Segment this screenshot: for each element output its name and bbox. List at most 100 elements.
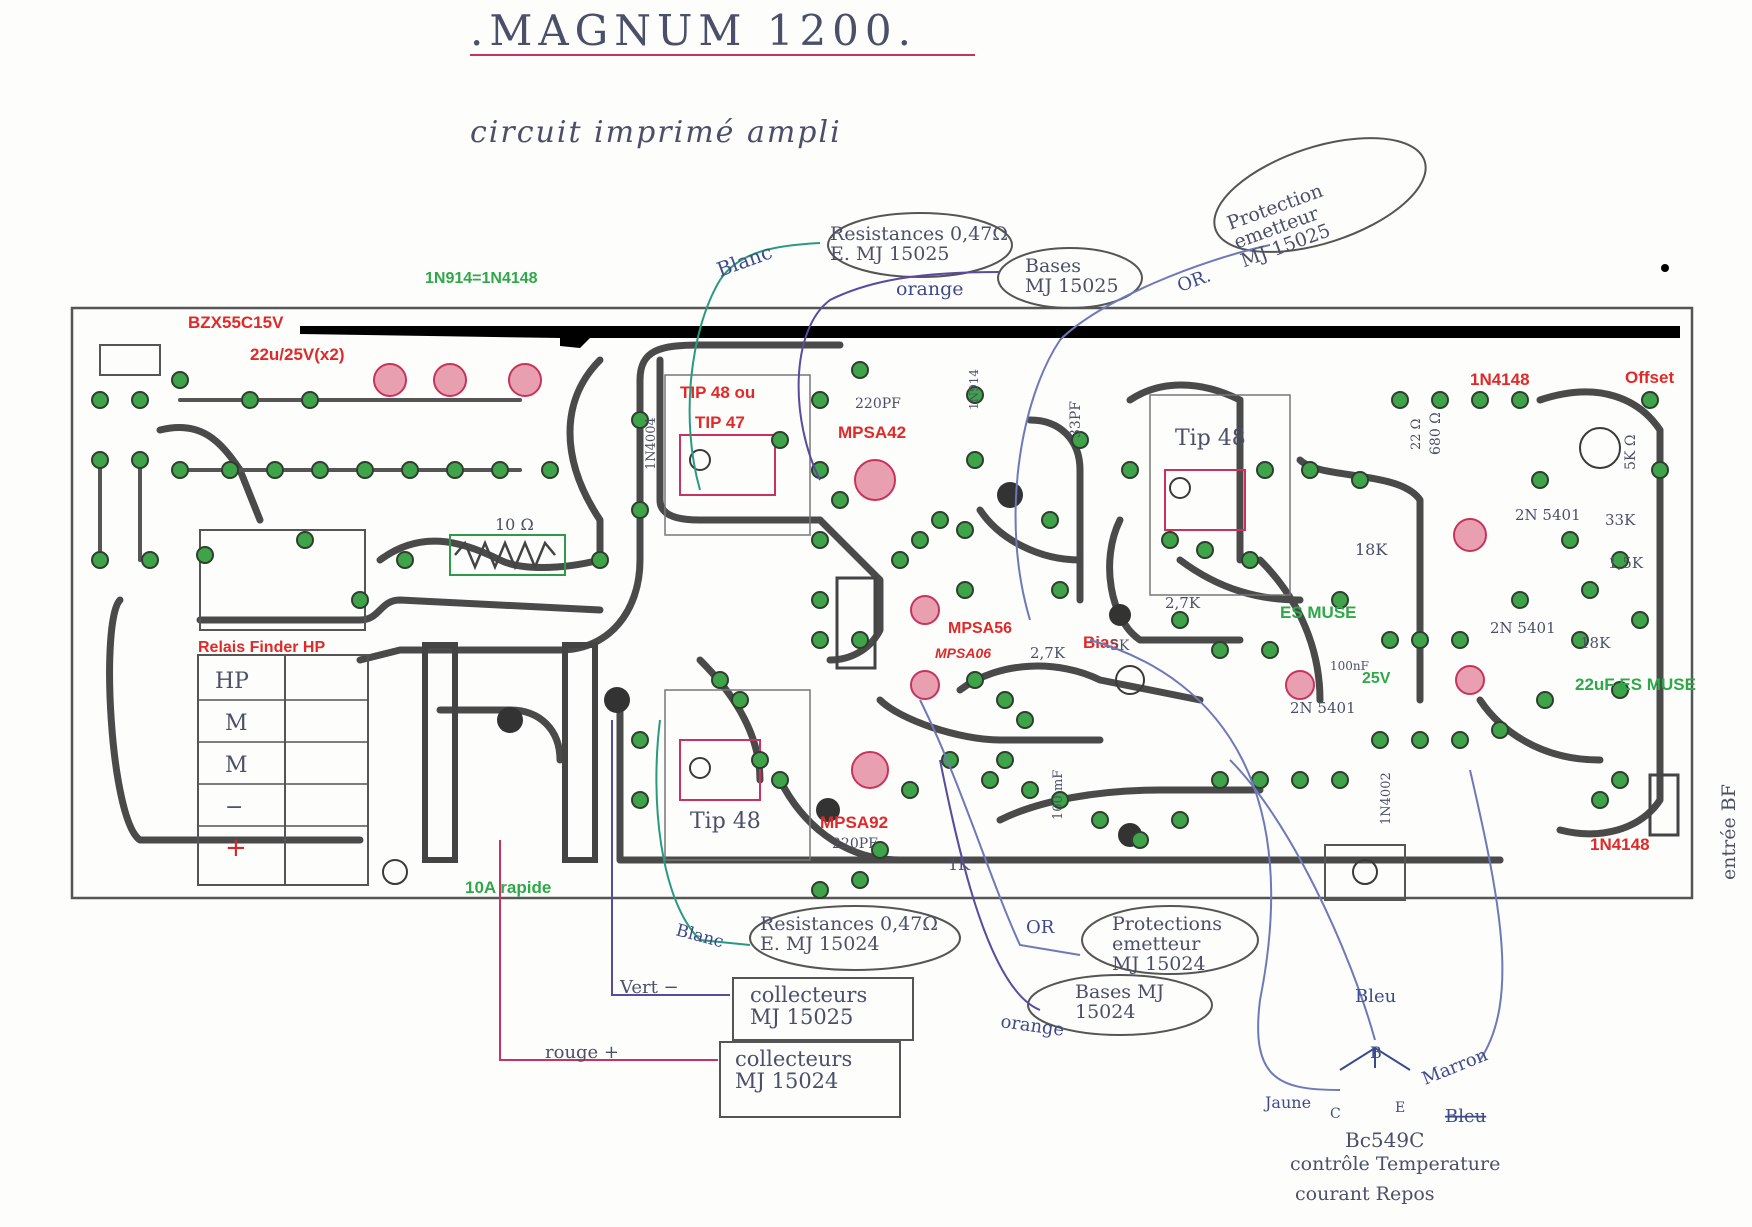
note-e: E [1395, 1100, 1405, 1116]
note-marron: Marron [1419, 1044, 1491, 1089]
label-r5k-bias: 5K [1110, 638, 1130, 654]
pad [1331, 591, 1349, 609]
label-c33pf: 33PF [1068, 401, 1084, 438]
label-fuse-10a: 10A rapide [465, 878, 551, 897]
pad [241, 391, 259, 409]
pad [1381, 631, 1399, 649]
label-r18k-b: 18K [1580, 634, 1611, 652]
mounting-holes [497, 264, 1669, 847]
terminal-minus: − [225, 795, 243, 820]
pad [1301, 461, 1319, 479]
mount-screw-left [382, 859, 408, 885]
pad [956, 521, 974, 539]
label-2n5401-b: 2N 5401 [1490, 619, 1556, 637]
pad [396, 551, 414, 569]
pad [591, 551, 609, 569]
pad [1371, 731, 1389, 749]
pad [1211, 641, 1229, 659]
terminal-hp: HP [215, 669, 249, 694]
label-relais-finder: Relais Finder HP [198, 639, 325, 656]
pad [1171, 811, 1189, 829]
label-c220-bottom: 220PF [832, 836, 878, 852]
pad [811, 531, 829, 549]
pad [1041, 511, 1059, 529]
label-r10: 10 Ω [495, 515, 534, 534]
label-25v: 25V [1362, 670, 1391, 687]
note-c: C [1330, 1106, 1341, 1122]
label-1n4004-top: 1N4004 [644, 417, 659, 470]
pad [1451, 731, 1469, 749]
label-tip48ou: TIP 48 ou [680, 383, 755, 402]
note-jaune: Jaune [1263, 1093, 1311, 1112]
pad [631, 791, 649, 809]
pad [851, 871, 869, 889]
label-r680: 680 Ω [1428, 412, 1444, 455]
label-mpsa42: MPSA42 [838, 423, 906, 442]
pad [1581, 581, 1599, 599]
pad [1491, 721, 1509, 739]
label-c100mf: 100 mF [1051, 770, 1066, 820]
pad [1651, 461, 1669, 479]
label-c100nf: 100nF [1330, 659, 1369, 673]
label-r5k-offset: 5K Ω [1623, 435, 1639, 470]
label-tip48-right: Tip 48 [1175, 426, 1246, 451]
pad [966, 451, 984, 469]
label-1n4002: 1N4002 [1379, 772, 1394, 825]
pad [1471, 391, 1489, 409]
label-tip47: TIP 47 [695, 413, 745, 432]
pad [1411, 631, 1429, 649]
pad [1071, 431, 1089, 449]
pad [1256, 461, 1274, 479]
pad [966, 671, 984, 689]
pad [221, 461, 239, 479]
pad [91, 551, 109, 569]
note-orange-bottom: orange [999, 1011, 1065, 1041]
note-b: B [1370, 1043, 1382, 1062]
resistor-10ohm [454, 539, 556, 571]
note-or-top: OR. [1175, 265, 1214, 296]
pad [1051, 581, 1069, 599]
label-1n4148-bottom: 1N4148 [1590, 835, 1650, 854]
pad [981, 771, 999, 789]
pad [1051, 791, 1069, 809]
pad [141, 551, 159, 569]
pad [1131, 831, 1149, 849]
annotation-wires [499, 242, 1504, 1091]
terminal-m2: M [225, 753, 248, 778]
pcb-traces [98, 341, 1664, 864]
pad [296, 531, 314, 549]
page-subtitle: circuit imprimé ampli [470, 115, 842, 150]
pad [771, 771, 789, 789]
label-r18k: 18K [1355, 540, 1388, 559]
terminal-plus: + [225, 833, 247, 863]
label-r33k: 33K [1605, 511, 1636, 529]
pad [1211, 771, 1229, 789]
pad [266, 461, 284, 479]
label-offset: Offset [1625, 368, 1674, 387]
note-controle-temp: contrôle Temperature [1290, 1153, 1500, 1175]
pad [1451, 631, 1469, 649]
pad [1561, 531, 1579, 549]
pad [1511, 391, 1529, 409]
pad [1391, 391, 1409, 409]
pad [1631, 611, 1649, 629]
pad [996, 691, 1014, 709]
pcb-pads [91, 361, 1669, 899]
note-rouge: rouge + [545, 1042, 619, 1063]
pad [1161, 531, 1179, 549]
pad [171, 371, 189, 389]
pad [351, 591, 369, 609]
pad [966, 386, 984, 404]
label-mpsa06: MPSA06 [935, 645, 991, 661]
pad [1091, 811, 1109, 829]
pad [491, 461, 509, 479]
pad [91, 451, 109, 469]
pad [811, 591, 829, 609]
pad [131, 391, 149, 409]
pad [1531, 471, 1549, 489]
